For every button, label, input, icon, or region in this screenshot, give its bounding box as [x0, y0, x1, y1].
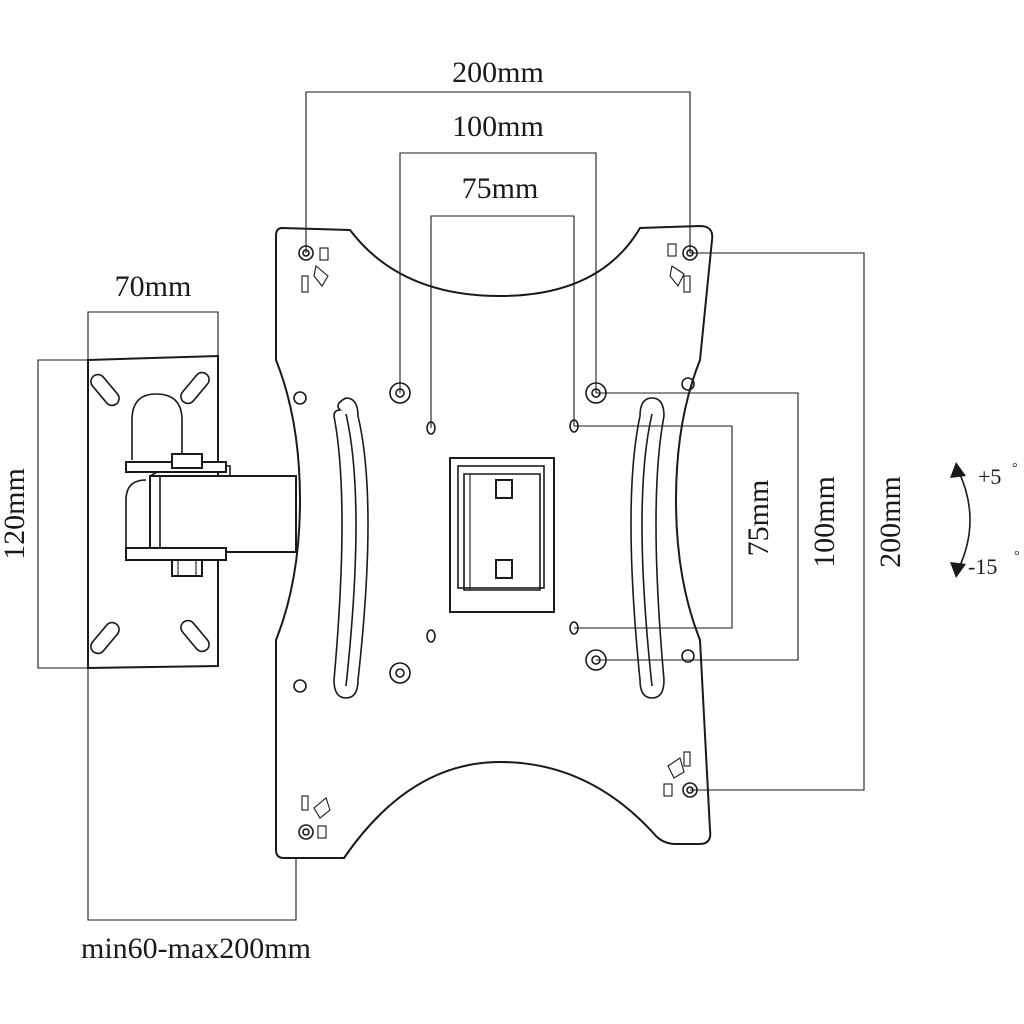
- arrow-down-icon: [950, 562, 966, 578]
- tilt-down-degree: °: [1014, 549, 1020, 564]
- dim-label-extension: min60-max200mm: [81, 932, 311, 965]
- dim-label-right-75: 75mm: [742, 480, 775, 557]
- swing-arm: [125, 453, 297, 577]
- dim-label-wall-plate-width: 70mm: [115, 270, 192, 303]
- dim-label-wall-plate-height: 120mm: [0, 468, 31, 560]
- tilt-up-value: +5: [978, 464, 1001, 489]
- tilt-up-degree: °: [1012, 461, 1018, 476]
- arrow-up-icon: [950, 462, 966, 478]
- dim-label-top-200: 200mm: [452, 56, 544, 89]
- dim-label-right-200: 200mm: [874, 476, 907, 568]
- vesa-plate: [275, 224, 714, 859]
- tilt-indicator: +5 ° -15 °: [950, 461, 1020, 579]
- tilt-down-value: -15: [968, 554, 997, 579]
- spacer-icon: [301, 243, 691, 839]
- dim-label-top-100: 100mm: [452, 110, 544, 143]
- dimension-lines: [37, 91, 865, 921]
- dim-label-top-75: 75mm: [462, 172, 539, 205]
- dim-label-right-100: 100mm: [808, 476, 841, 568]
